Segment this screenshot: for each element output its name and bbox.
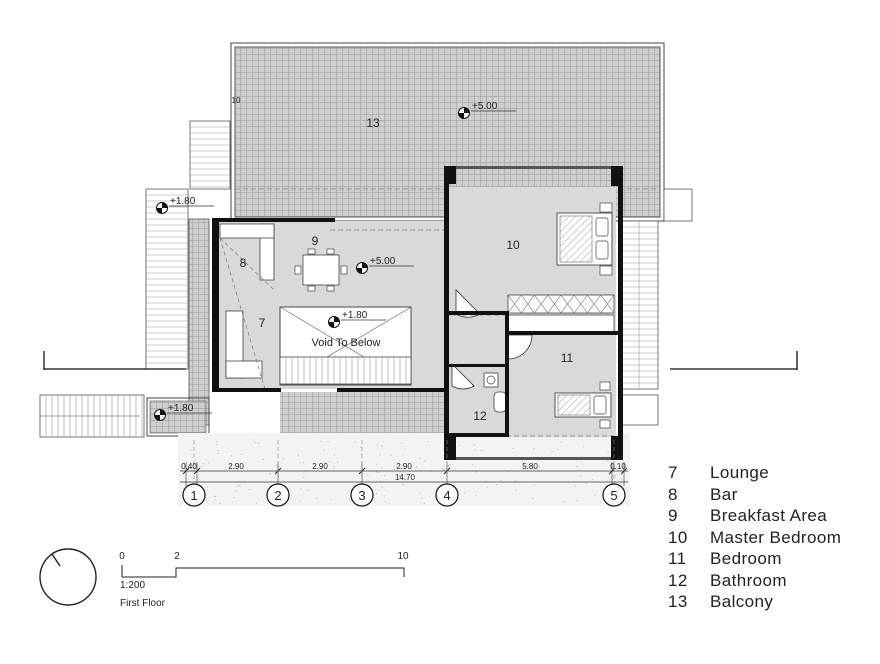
grid-axis-bubble: 4 <box>435 440 459 507</box>
grid-axis-bubble: 1 <box>182 440 206 507</box>
legend-number: 10 <box>668 527 688 547</box>
compass-icon <box>39 548 97 606</box>
entry-stair <box>39 394 210 438</box>
master-bed <box>556 202 613 276</box>
sofa <box>225 310 263 379</box>
doors <box>451 289 533 390</box>
legend-room-name: Breakfast Area <box>710 506 828 525</box>
legend-number: 11 <box>668 549 687 568</box>
side-mark-label: 10 <box>232 96 241 105</box>
legend-number: 9 <box>668 506 678 525</box>
level-value: +1.80 <box>170 196 196 207</box>
level-marker: +1.80 <box>328 310 386 328</box>
gravel-texture <box>182 439 617 504</box>
scale-bar <box>121 565 405 578</box>
grid-axis-label: 3 <box>358 488 365 503</box>
legend-room-name: Bathroom <box>710 570 787 590</box>
total-dimension-value: 14.70 <box>395 473 416 482</box>
dining-table <box>294 248 348 292</box>
level-marker: +5.00 <box>458 101 516 119</box>
room-number-label: 7 <box>259 316 266 330</box>
level-value: +1.80 <box>342 310 368 321</box>
section-line-left <box>43 351 186 370</box>
dimension-chain <box>180 470 628 483</box>
grid-axis-bubble: 2 <box>266 440 290 507</box>
right-stair <box>619 188 693 426</box>
dimension-value: 5.80 <box>522 462 538 471</box>
grid-axis-label: 4 <box>443 488 450 503</box>
bed <box>554 381 612 429</box>
legend-number: 13 <box>668 592 688 611</box>
legend-room-name: Bedroom <box>710 549 782 568</box>
grid-axis-label: 2 <box>274 488 281 503</box>
scale-tick-label: 2 <box>174 551 180 562</box>
grid-axis-bubble: 3 <box>350 440 374 507</box>
wardrobe <box>507 294 615 334</box>
level-marker: +1.80 <box>154 403 212 421</box>
dimension-value: 2.90 <box>228 462 244 471</box>
room-number-label: 13 <box>366 116 380 130</box>
left-stair <box>145 120 231 426</box>
grid-axis-bubble: 5 <box>602 440 626 507</box>
dimension-value: 2.90 <box>312 462 328 471</box>
void-label: Void To Below <box>312 337 381 349</box>
legend-item: 9 Breakfast Area <box>668 505 841 527</box>
level-value: +5.00 <box>370 256 396 267</box>
legend-number: 7 <box>668 463 678 482</box>
scale-tick-label: 10 <box>397 551 409 562</box>
section-line-right <box>670 351 798 370</box>
room-number-label: 8 <box>240 256 247 270</box>
grid-axis-label: 5 <box>610 488 617 503</box>
legend-item: 7 Lounge <box>668 462 841 484</box>
scale-ratio-label: 1:200 <box>120 580 145 591</box>
legend-room-name: Lounge <box>710 463 770 482</box>
level-marker: +1.80 <box>156 196 214 214</box>
room-number-label: 11 <box>561 351 574 365</box>
level-value: +5.00 <box>472 101 498 112</box>
legend-item: 10 Master Bedroom <box>668 527 841 549</box>
legend-room-name: Bar <box>710 484 738 504</box>
front-terrace <box>178 433 630 506</box>
legend-number: 12 <box>668 570 688 590</box>
level-value: +1.80 <box>168 403 194 414</box>
room-number-label: 12 <box>473 409 487 423</box>
drawing-title: First Floor <box>120 598 166 609</box>
dimension-value: 0.10 <box>610 462 626 471</box>
dimension-value: 2.90 <box>396 462 412 471</box>
room-number-label: 10 <box>506 238 520 252</box>
dimension-value: 0.40 <box>181 462 197 471</box>
legend-item: 8 Bar <box>668 484 841 506</box>
level-marker: +5.00 <box>356 256 414 274</box>
room-number-label: 9 <box>312 234 319 248</box>
legend-item: 13 Balcony <box>668 591 841 613</box>
legend-number: 8 <box>668 484 678 504</box>
legend-room-name: Master Bedroom <box>710 527 842 547</box>
legend-item: 12 Bathroom <box>668 570 841 592</box>
legend-room-name: Balcony <box>710 592 774 611</box>
room-legend: 7 Lounge 8 Bar 9 Breakfast Area 10 Master Bedro… <box>668 462 841 613</box>
grid-axis-label: 1 <box>190 488 197 503</box>
bar-counter <box>219 223 275 390</box>
walls <box>212 166 623 460</box>
legend-item: 11 Bedroom <box>668 548 841 570</box>
scale-tick-label: 0 <box>119 551 125 562</box>
